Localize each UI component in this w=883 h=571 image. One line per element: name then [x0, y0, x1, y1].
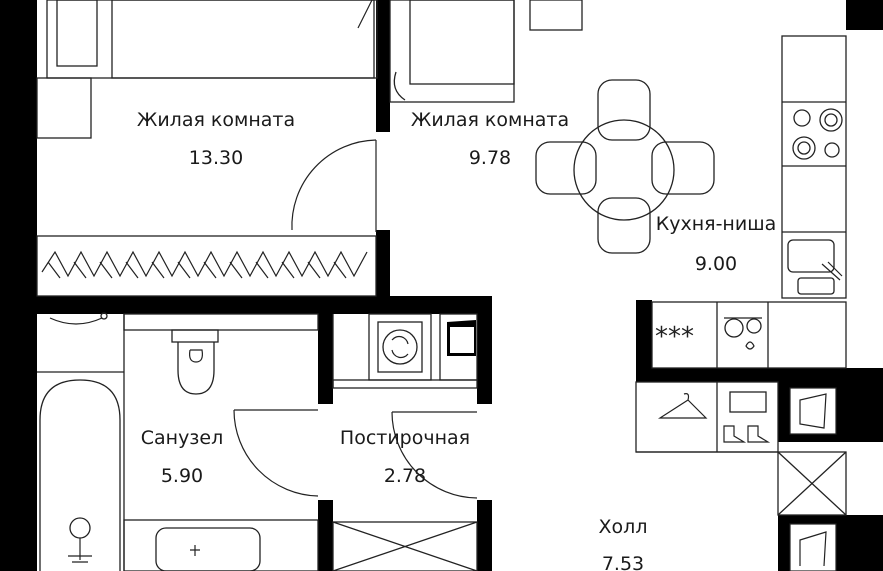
room-area: 9.00 — [695, 253, 737, 275]
room-name: Постирочная — [340, 427, 470, 449]
door-bedroom — [291, 139, 377, 232]
dining-table-icon — [535, 79, 715, 254]
stove-icon — [792, 108, 843, 160]
bed-icon — [36, 0, 378, 139]
cabinet-right — [777, 387, 847, 571]
room-area: 2.78 — [384, 465, 426, 487]
shoes-icon — [723, 391, 771, 443]
door-laundry — [391, 411, 478, 499]
wardrobe — [36, 235, 377, 297]
chair — [529, 0, 583, 31]
kitchen-cabinets: *** — [651, 301, 847, 369]
hall-cabinet — [332, 521, 478, 571]
laundry-fixtures — [332, 313, 478, 389]
room-area: 9.78 — [469, 147, 511, 169]
kitchen-counter — [781, 35, 847, 299]
toilet-icon — [171, 329, 219, 395]
closet — [635, 381, 779, 453]
room-name: Холл — [599, 516, 648, 538]
sofa-icon — [389, 0, 515, 103]
room-area: 13.30 — [189, 147, 243, 169]
bathtub-icon — [39, 379, 121, 571]
laundry-cabinet — [439, 313, 478, 381]
room-labels: Жилая комната 13.30 Жилая комната 9.78 К… — [137, 109, 776, 571]
washing-machine-icon — [377, 321, 423, 373]
door-bathroom — [233, 409, 319, 497]
room-name: Жилая комната — [411, 109, 569, 131]
room-name: Санузел — [141, 427, 224, 449]
room-area: 5.90 — [161, 465, 203, 487]
freezer-icon: *** — [655, 322, 694, 352]
dishwasher-icon — [724, 317, 762, 350]
room-name: Кухня-ниша — [656, 213, 777, 235]
room-area: 7.53 — [602, 553, 644, 571]
sink-icon — [787, 239, 843, 295]
room-name: Жилая комната — [137, 109, 295, 131]
washbasin-icon — [123, 519, 319, 571]
hanger-icon — [657, 393, 708, 419]
